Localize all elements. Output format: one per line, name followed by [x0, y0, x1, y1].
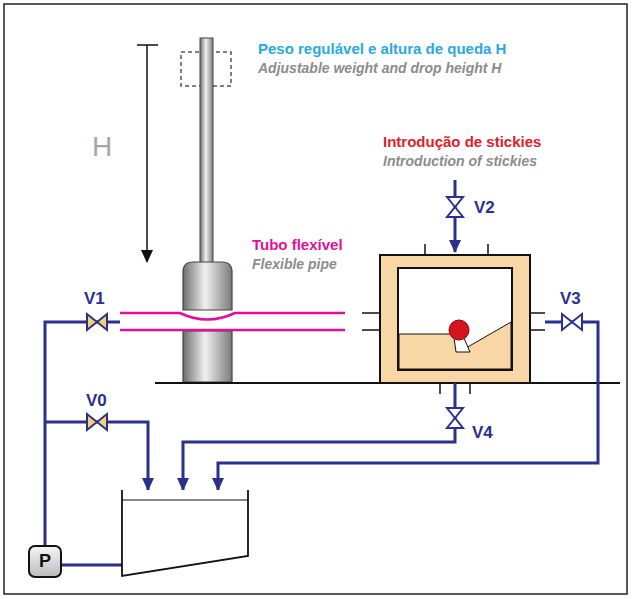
pipe-stub — [439, 383, 441, 394]
annotation-label: Introdução de stickies — [383, 133, 541, 151]
valve-symbol — [447, 197, 463, 217]
pipe — [45, 322, 120, 545]
valve-label: V0 — [86, 391, 107, 411]
flexible-pipe — [120, 313, 345, 320]
pipe — [183, 383, 455, 490]
annotation-label: Introduction of stickies — [383, 153, 537, 170]
pipe-stub — [530, 312, 545, 314]
tank — [122, 490, 248, 576]
pipe-stub — [362, 312, 380, 314]
sticky-ball — [449, 320, 469, 340]
valve-label: V2 — [474, 198, 495, 218]
valve-symbol — [87, 314, 107, 330]
pipe — [45, 422, 148, 490]
pipe — [62, 564, 122, 567]
valve-label: V4 — [472, 423, 493, 443]
press-anvil — [183, 331, 232, 382]
pipe-stub — [530, 329, 545, 331]
valve-symbol — [87, 414, 107, 430]
pipe — [218, 322, 598, 490]
drop-rod — [200, 38, 213, 264]
dimension-line — [146, 45, 148, 262]
annotation-label: Flexible pipe — [252, 256, 337, 273]
pump-box: P — [28, 545, 62, 578]
flexible-pipe — [120, 329, 345, 332]
valve-label: V1 — [84, 289, 105, 309]
pipe-stub — [424, 244, 426, 255]
pipe-stub — [362, 329, 380, 331]
chamber-window — [398, 268, 512, 370]
valve-label: V3 — [560, 289, 581, 309]
pipe-stub — [469, 383, 471, 394]
test-chamber — [380, 255, 530, 383]
annotation-label: Adjustable weight and drop height H — [258, 60, 501, 77]
pipe-stub — [487, 244, 489, 255]
tank-level — [122, 500, 248, 501]
press-ram — [183, 262, 232, 310]
annotation-label: H — [92, 130, 112, 164]
pump-label: P — [39, 551, 51, 572]
valve-symbol — [562, 314, 582, 330]
annotation-label: Peso regulável e altura de queda H — [258, 40, 506, 58]
annotation-label: Tubo flexível — [252, 236, 343, 254]
valve-symbol — [447, 408, 463, 428]
frame — [4, 4, 627, 594]
